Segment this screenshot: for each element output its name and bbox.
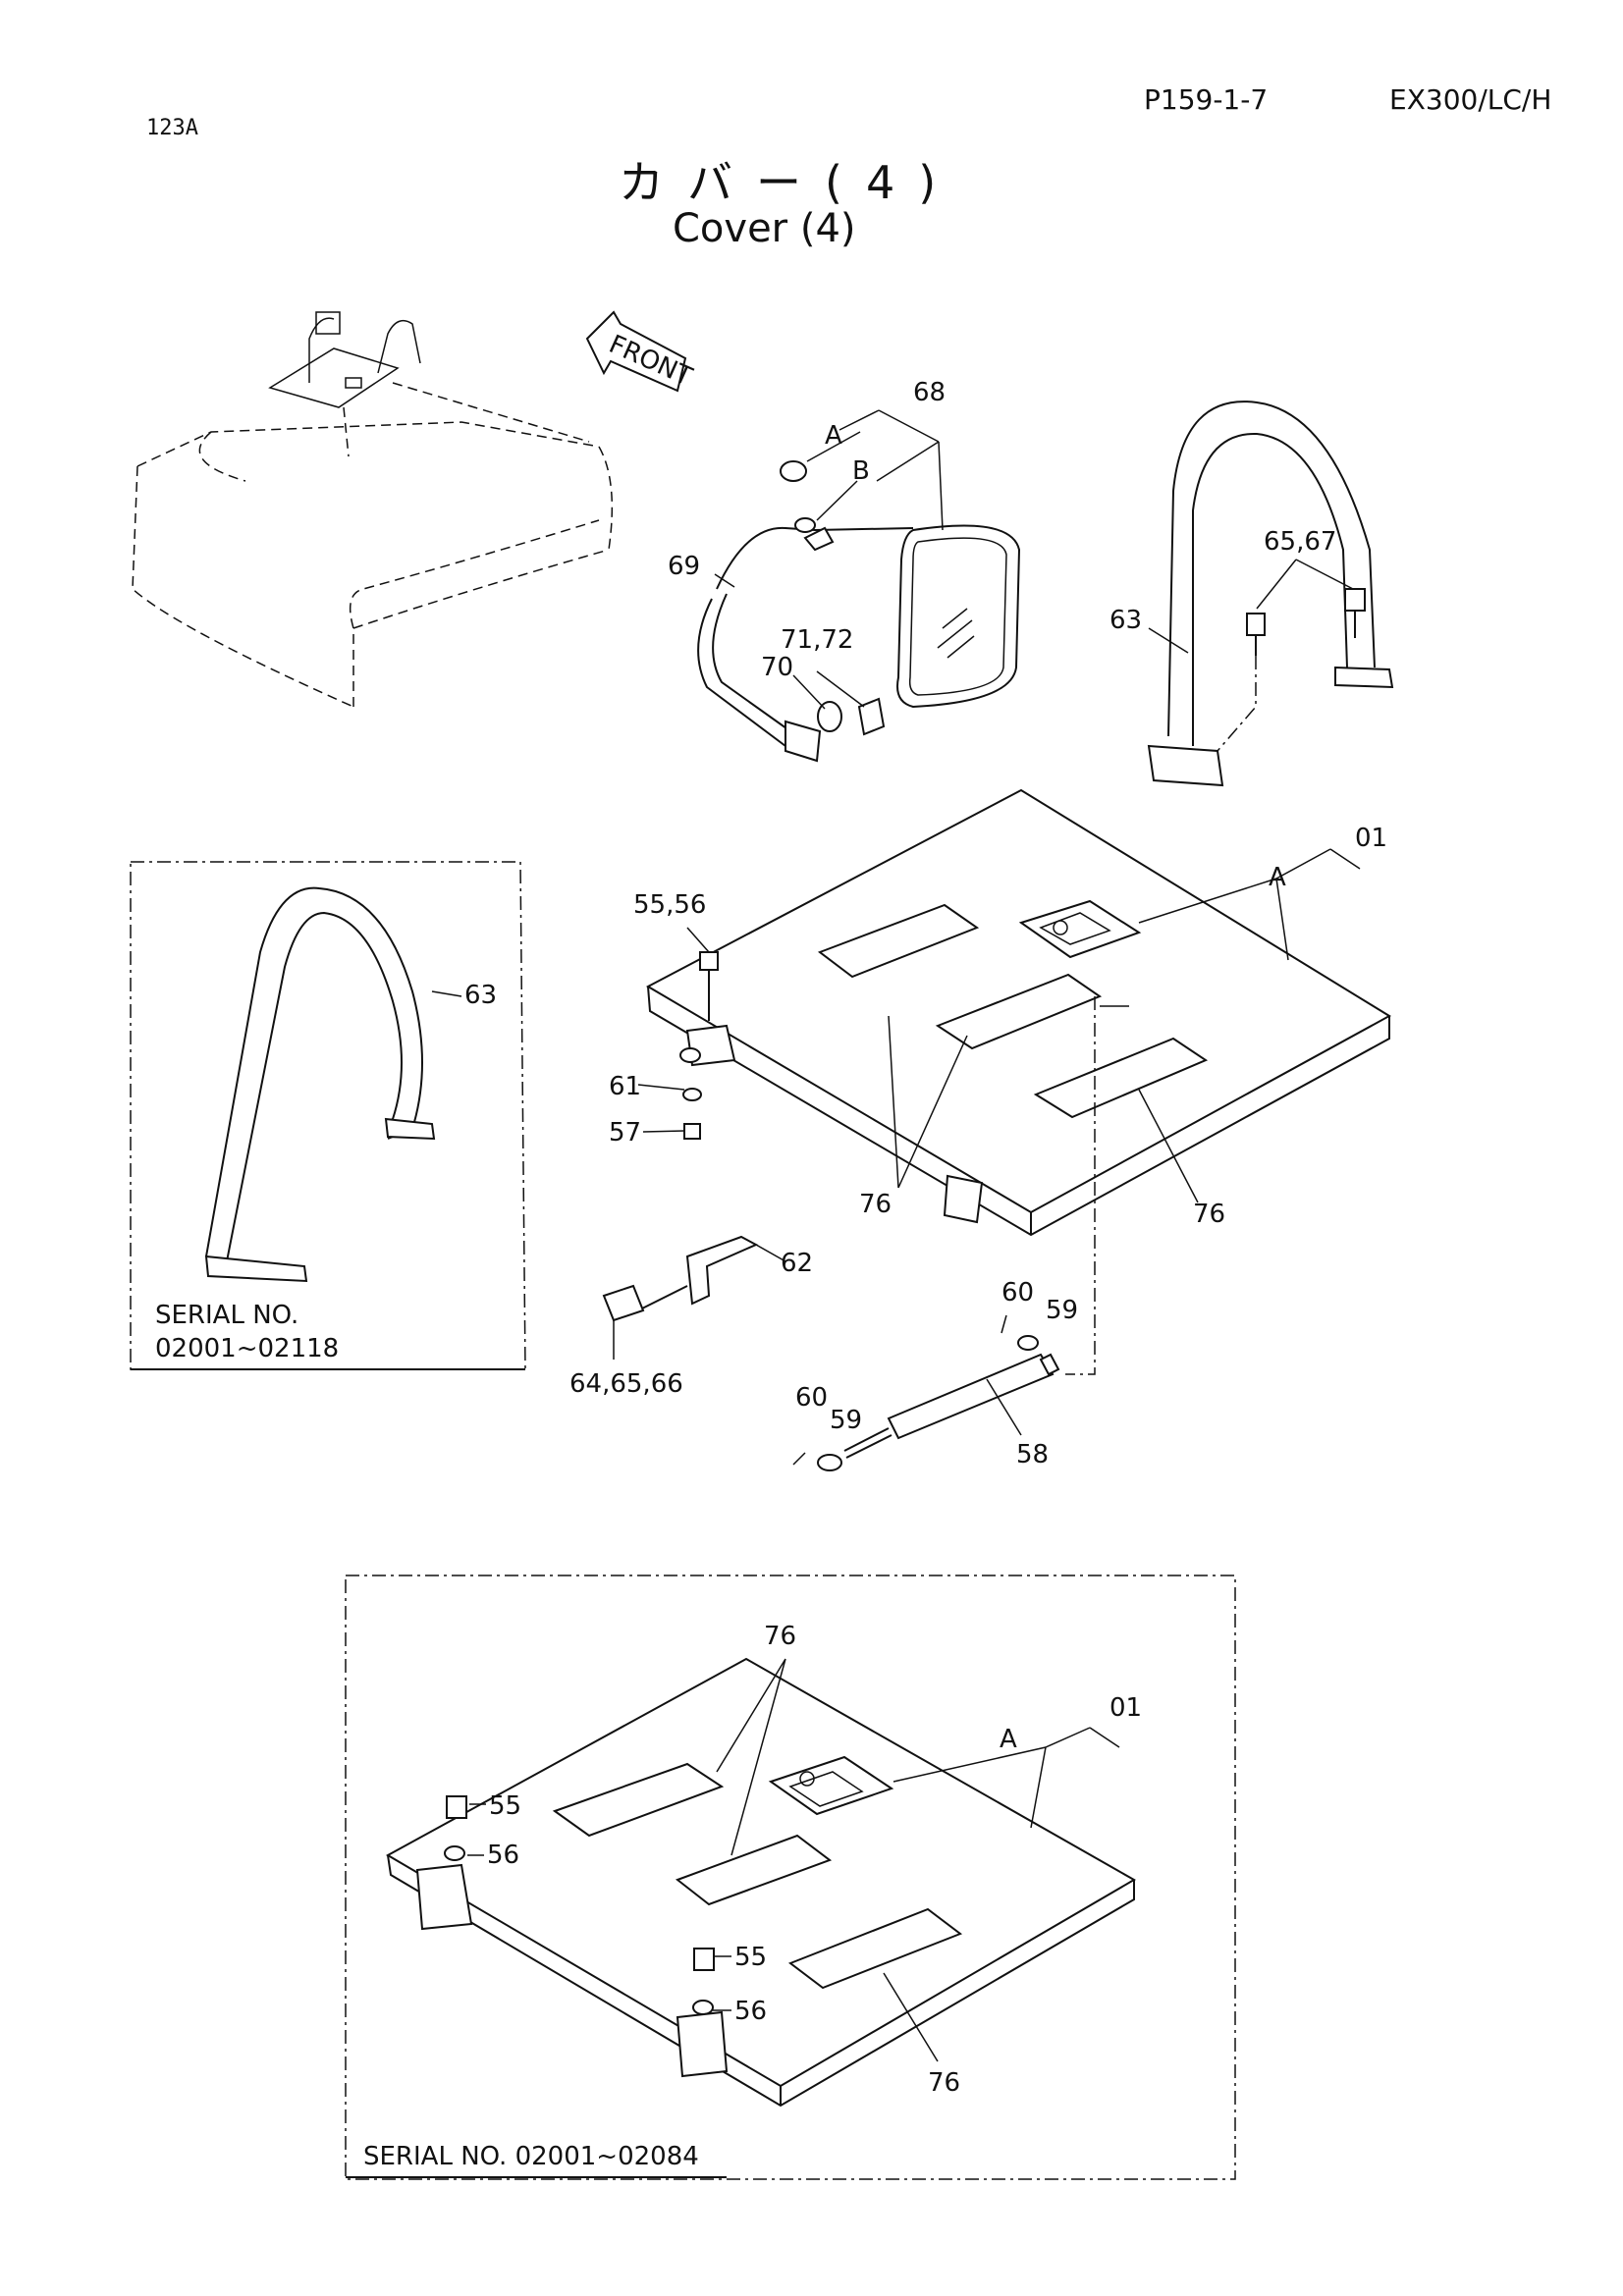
callout-68: 68 [913,378,946,407]
callout-63-upper: 63 [1109,606,1142,635]
callout-55-a: 55 [489,1791,521,1821]
callout-76-c: 76 [764,1622,796,1651]
callout-71-72: 71,72 [781,625,853,655]
handrail-upper: 65,67 63 [1109,400,1394,787]
callout-65-67: 65,67 [1264,527,1336,557]
callout-a-main: A [1269,863,1286,892]
serial-box-bottom: 76 01 A 55 56 55 56 76 SERIAL NO. 02001~… [345,1575,1236,2180]
callout-59-b: 59 [830,1406,862,1435]
callout-76-a: 76 [859,1190,892,1219]
callout-01-bottom: 01 [1109,1693,1142,1723]
model-number: EX300/LC/H [1389,83,1552,116]
bracket-62: 62 64,65,66 [569,1235,813,1399]
callout-56-a: 56 [487,1841,519,1870]
callout-63-left: 63 [464,981,497,1010]
page-reference: P159-1-7 [1144,83,1269,116]
callout-b: B [852,456,870,486]
title-english: Cover (4) [673,206,856,251]
gas-strut: 60 59 60 59 58 [792,1278,1078,1471]
callout-a: A [825,421,842,451]
cover-assembly-main: 01 A 55,56 61 57 76 76 [609,788,1391,1375]
serial-box-left: 63 SERIAL NO. 02001~02118 [130,861,526,1370]
callout-76-b: 76 [1193,1200,1225,1229]
callout-64-65-66: 64,65,66 [569,1369,683,1399]
serial-left-range: 02001~02118 [155,1334,339,1363]
callout-58: 58 [1016,1440,1049,1469]
front-arrow: FRONT [585,310,696,393]
page-code: 123A [146,116,198,140]
callout-76-d: 76 [928,2068,960,2098]
callout-55-b: 55 [734,1943,767,1972]
callout-61: 61 [609,1072,641,1101]
mirror-assembly: 68 A B 69 71,72 70 [668,378,1021,763]
callout-60-b: 60 [795,1383,828,1413]
serial-bottom: SERIAL NO. 02001~02084 [363,2142,699,2171]
callout-70: 70 [761,653,793,682]
callout-56-b: 56 [734,1997,767,2026]
callout-59-a: 59 [1046,1296,1078,1325]
callout-a-bottom: A [1000,1725,1017,1754]
callout-62: 62 [781,1249,813,1278]
callout-60-a: 60 [1001,1278,1034,1308]
callout-55-56: 55,56 [633,890,706,920]
serial-left-label: SERIAL NO. [155,1301,298,1330]
machine-overview [132,311,614,708]
callout-01-main: 01 [1355,824,1387,853]
callout-57: 57 [609,1118,641,1148]
callout-69: 69 [668,552,700,581]
title-japanese: カバー(4) [619,156,960,209]
